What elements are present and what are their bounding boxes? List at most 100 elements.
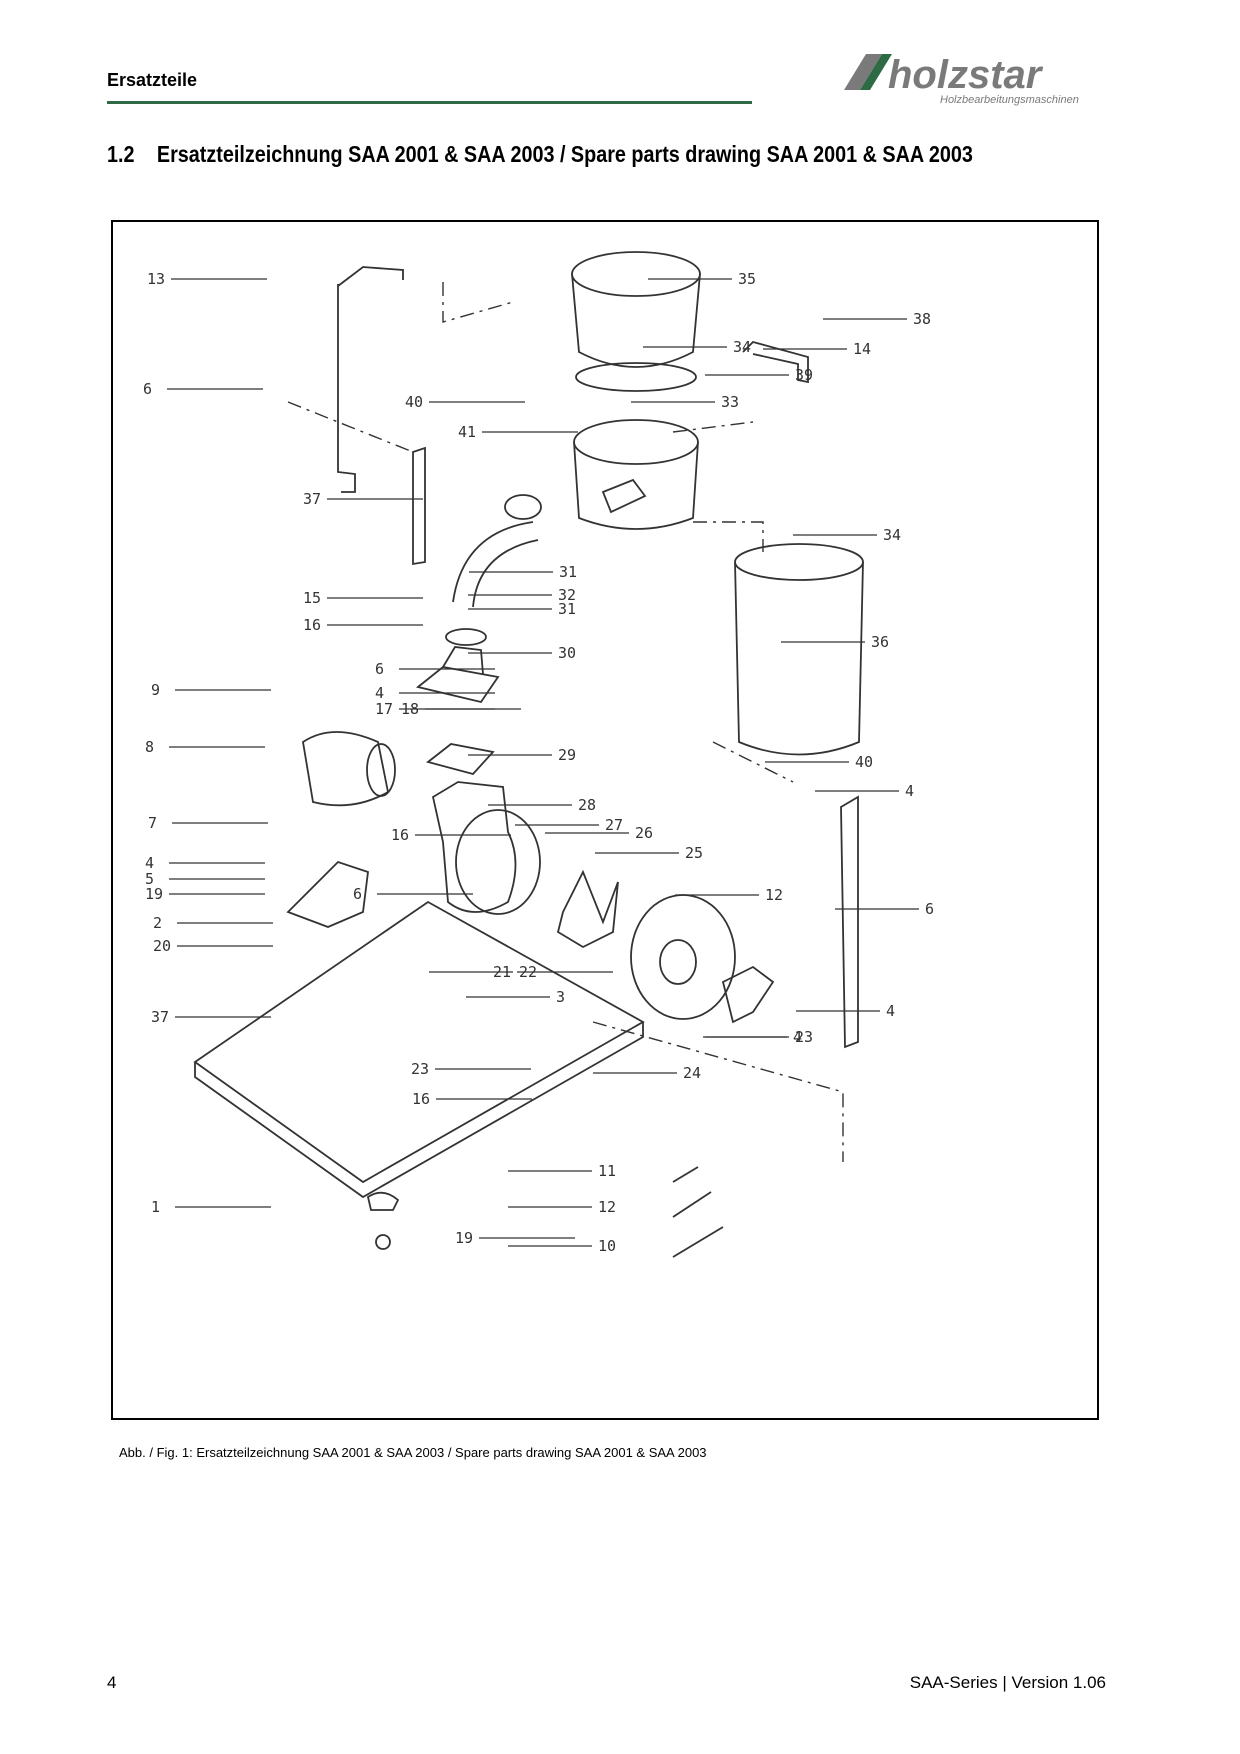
part-label-4: 4	[793, 1028, 802, 1046]
part-label-12: 12	[765, 886, 783, 904]
section-number: 1.2	[107, 141, 135, 167]
part-3-base-edge	[194, 1022, 644, 1199]
part-label-10: 10	[598, 1237, 616, 1255]
part-label-37: 37	[303, 490, 321, 508]
part-label-40: 40	[855, 753, 873, 771]
part-19-nut	[375, 1234, 391, 1250]
part-label-31: 31	[559, 563, 577, 581]
logo-mark-gray	[844, 54, 882, 90]
part-36-drum	[734, 561, 864, 756]
part-label-23: 23	[795, 1028, 813, 1046]
part-label-1: 1	[151, 1198, 160, 1216]
part-25-hub	[659, 939, 697, 985]
part-label-23: 23	[411, 1060, 429, 1078]
part-25-cover	[630, 894, 736, 1020]
part-label-11: 11	[598, 1162, 616, 1180]
logo-subtitle: Holzbearbeitungsmaschinen	[940, 94, 1079, 106]
document-version: SAA-Series | Version 1.06	[909, 1673, 1106, 1692]
part-label-16: 16	[303, 616, 321, 634]
part-label-19: 19	[455, 1229, 473, 1247]
section-heading: 1.2 Ersatzteilzeichnung SAA 2001 & SAA 20…	[107, 141, 973, 168]
part-33-top	[573, 419, 699, 465]
part-label-4: 4	[145, 854, 154, 872]
section-title: Ersatzteilzeichnung SAA 2001 & SAA 2003 …	[156, 141, 973, 167]
part-label-2: 2	[153, 914, 162, 932]
figure-caption: Abb. / Fig. 1: Ersatzteilzeichnung SAA 2…	[119, 1445, 707, 1460]
part-label-18: 18	[401, 700, 419, 718]
logo-wordmark: holzstar	[888, 53, 1044, 97]
part-label-17: 17	[375, 700, 393, 718]
part-label-41: 41	[458, 423, 476, 441]
part-37-left-column	[412, 446, 426, 566]
part-label-28: 28	[578, 796, 596, 814]
part-label-15: 15	[303, 589, 321, 607]
part-1-foot	[366, 1191, 400, 1211]
part-label-24: 24	[683, 1064, 701, 1082]
header-divider	[107, 101, 752, 104]
assembly-line-a	[287, 401, 414, 453]
part-label-14: 14	[853, 340, 871, 358]
part-label-6: 6	[925, 900, 934, 918]
part-label-5: 5	[145, 870, 154, 888]
part-label-37: 37	[151, 1008, 169, 1026]
part-33-inlet	[601, 478, 647, 514]
part-label-4: 4	[905, 782, 914, 800]
part-label-13: 13	[147, 270, 165, 288]
part-label-40: 40	[405, 393, 423, 411]
part-35-body	[571, 273, 701, 368]
part-label-33: 33	[721, 393, 739, 411]
part-label-16: 16	[412, 1090, 430, 1108]
part-22-fan	[556, 869, 619, 949]
part-30-flange	[415, 646, 500, 704]
part-13-rod	[337, 266, 404, 493]
part-label-35: 35	[738, 270, 756, 288]
part-label-26: 26	[635, 824, 653, 842]
part-label-30: 30	[558, 644, 576, 662]
part-label-9: 9	[151, 681, 160, 699]
part-label-29: 29	[558, 746, 576, 764]
part-label-25: 25	[685, 844, 703, 862]
part-label-36: 36	[871, 633, 889, 651]
page-number: 4	[107, 1673, 117, 1692]
part-34-ring	[575, 362, 697, 392]
part-label-34: 34	[733, 338, 751, 356]
part-17-motor-end	[366, 743, 396, 797]
part-5-bracket	[286, 860, 369, 928]
part-label-4: 4	[375, 684, 384, 702]
part-8-motor	[302, 731, 390, 807]
part-14-handle	[742, 340, 809, 384]
logo-mark-green	[860, 54, 892, 90]
part-3-base-plate	[193, 900, 645, 1184]
part-33-body	[573, 441, 699, 530]
part-label-7: 7	[148, 814, 157, 832]
part-label-16: 16	[391, 826, 409, 844]
part-label-8: 8	[145, 738, 154, 756]
part-label-22: 22	[519, 963, 537, 981]
part-37-right-column	[840, 795, 859, 1049]
part-label-12: 12	[598, 1198, 616, 1216]
assembly-line-d	[693, 521, 764, 552]
part-31-clamp	[504, 494, 542, 520]
part-10-key	[672, 1226, 724, 1258]
part-label-31: 31	[558, 600, 576, 618]
page-section-label: Ersatzteile	[107, 70, 198, 90]
part-label-4: 4	[886, 1002, 895, 1020]
part-label-38: 38	[913, 310, 931, 328]
part-label-20: 20	[153, 937, 171, 955]
part-31-lower-clamp	[445, 628, 487, 646]
part-32-hose	[452, 521, 539, 608]
part-11-key	[672, 1166, 699, 1183]
assembly-line-c	[672, 421, 754, 433]
part-label-6: 6	[375, 660, 384, 678]
part-label-34: 34	[883, 526, 901, 544]
part-label-6: 6	[353, 885, 362, 903]
part-label-3: 3	[556, 988, 565, 1006]
part-label-39: 39	[795, 366, 813, 384]
part-12-key	[672, 1191, 712, 1218]
part-label-27: 27	[605, 816, 623, 834]
part-blower-housing	[431, 781, 517, 913]
holzstar-logo: holzstar Holzbearbeitungsmaschinen	[844, 53, 1079, 106]
part-blower-outlet	[455, 809, 541, 915]
